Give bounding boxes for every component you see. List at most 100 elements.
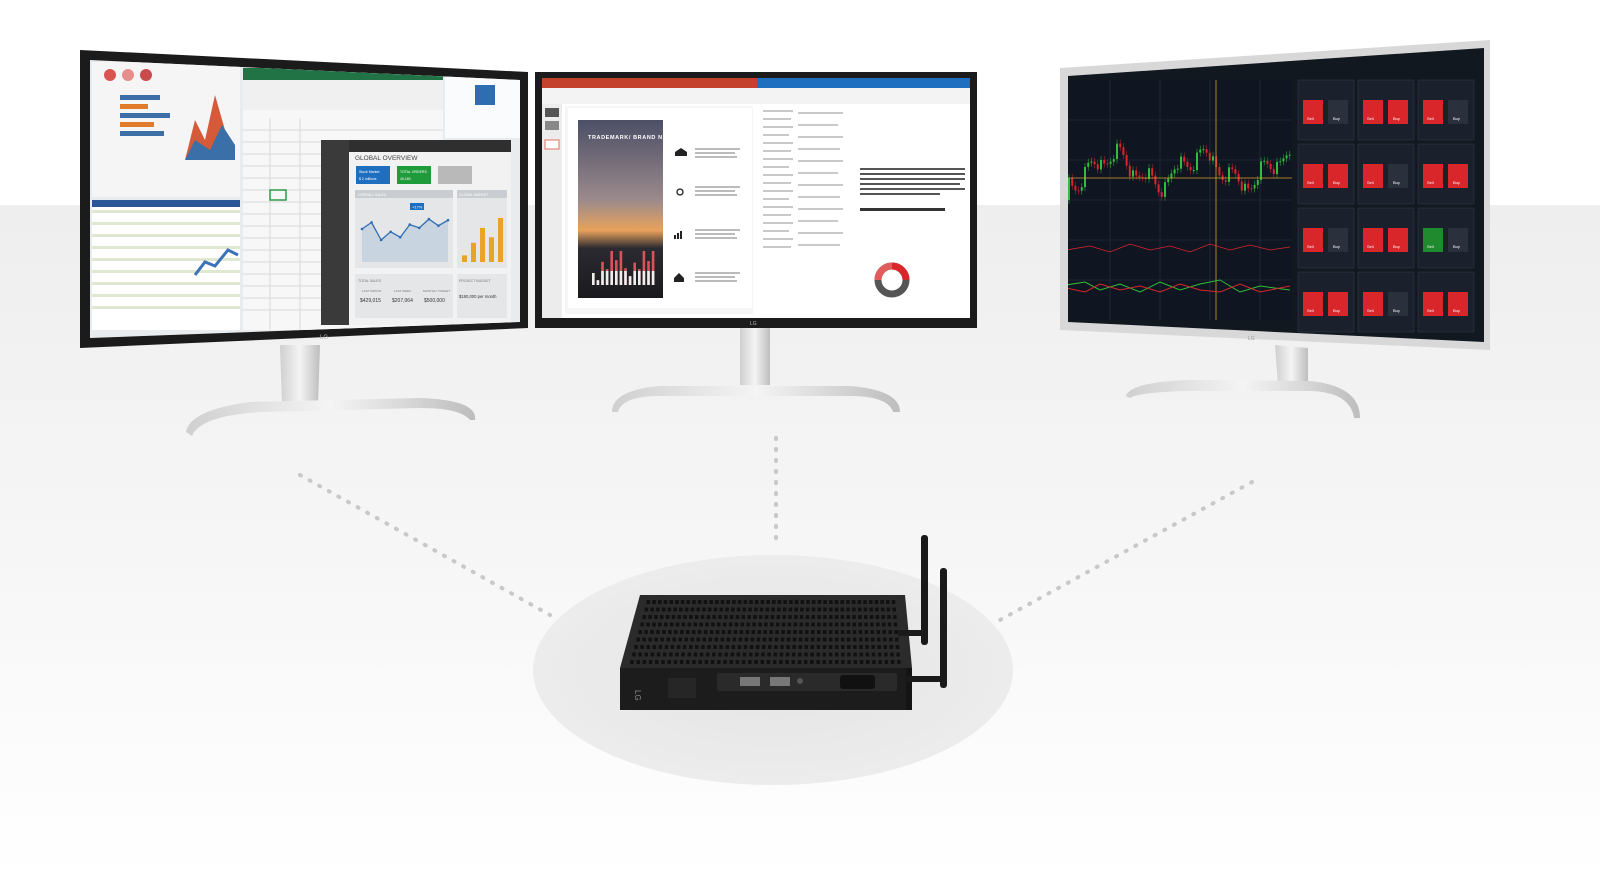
vent-slot bbox=[828, 615, 833, 619]
vent-slot bbox=[883, 645, 888, 649]
candle bbox=[1205, 149, 1208, 153]
vent-slot bbox=[792, 637, 797, 642]
vent-slot bbox=[871, 652, 876, 657]
vent-slot bbox=[810, 645, 815, 649]
slide-bar-base bbox=[651, 271, 655, 285]
vent-slot bbox=[763, 630, 767, 634]
sell-button[interactable] bbox=[1303, 100, 1323, 124]
vent-slot bbox=[793, 630, 797, 634]
sell-button[interactable] bbox=[1303, 164, 1323, 188]
vent-slot bbox=[876, 622, 880, 627]
candle bbox=[1132, 170, 1134, 177]
sell-button[interactable] bbox=[1363, 292, 1383, 316]
vent-slot bbox=[694, 615, 699, 619]
candle bbox=[1071, 178, 1074, 186]
buy-button[interactable] bbox=[1388, 164, 1408, 188]
candle bbox=[1202, 149, 1205, 151]
vent-slot bbox=[895, 645, 900, 649]
vent-slot bbox=[877, 637, 881, 642]
vent-slot bbox=[781, 630, 785, 634]
vent-slot bbox=[650, 607, 654, 612]
vent-slot bbox=[648, 637, 652, 642]
buy-button[interactable] bbox=[1328, 164, 1348, 188]
sell-button[interactable] bbox=[1423, 228, 1443, 252]
buy-button[interactable] bbox=[1328, 100, 1348, 124]
vent-slot bbox=[846, 600, 850, 604]
sell-button[interactable] bbox=[1423, 164, 1443, 188]
sell-button[interactable] bbox=[1303, 292, 1323, 316]
buy-button[interactable] bbox=[1448, 228, 1468, 252]
vent-slot bbox=[723, 660, 727, 664]
candle bbox=[1186, 161, 1189, 168]
candle bbox=[1074, 185, 1077, 191]
vent-slot bbox=[761, 652, 765, 657]
vent-slot bbox=[759, 607, 764, 612]
candle bbox=[1157, 184, 1160, 193]
vent-slot bbox=[805, 630, 809, 634]
candle bbox=[1100, 159, 1102, 170]
vent-slot bbox=[823, 600, 827, 604]
vent-slot bbox=[776, 615, 781, 619]
vent-slot bbox=[859, 660, 864, 664]
vent-slot bbox=[771, 607, 775, 612]
buy-button[interactable] bbox=[1388, 100, 1408, 124]
sell-button[interactable] bbox=[1363, 164, 1383, 188]
vent-slot bbox=[705, 622, 709, 627]
vent-slot bbox=[638, 630, 642, 634]
vent-slot bbox=[700, 615, 705, 619]
power-button[interactable] bbox=[840, 675, 875, 689]
vent-slot bbox=[646, 622, 650, 627]
buy-button[interactable] bbox=[1448, 292, 1468, 316]
vent-slot bbox=[886, 600, 890, 604]
vent-slot bbox=[870, 630, 875, 634]
vent-slot bbox=[725, 645, 729, 649]
vent-slot bbox=[859, 645, 863, 649]
vent-slot bbox=[864, 622, 868, 627]
sell-button[interactable] bbox=[1363, 228, 1383, 252]
sell-button[interactable] bbox=[1423, 100, 1443, 124]
svg-text:GLOBAL MARKET: GLOBAL MARKET bbox=[459, 193, 489, 197]
vent-slot bbox=[883, 637, 887, 642]
vent-slot bbox=[858, 615, 862, 619]
buy-button[interactable] bbox=[1388, 228, 1408, 252]
sell-button[interactable] bbox=[1423, 292, 1443, 316]
lg-logo: LG bbox=[1248, 336, 1255, 342]
sell-button[interactable] bbox=[1363, 100, 1383, 124]
vent-slot bbox=[773, 652, 778, 657]
vent-slot bbox=[712, 652, 716, 657]
vent-slot bbox=[810, 652, 814, 657]
vent-slot bbox=[884, 652, 888, 657]
vent-slot bbox=[834, 652, 839, 657]
buy-button[interactable] bbox=[1328, 228, 1348, 252]
vent-slot bbox=[804, 652, 808, 657]
vent-slot bbox=[640, 622, 644, 627]
buy-button[interactable] bbox=[1388, 292, 1408, 316]
vent-slot bbox=[780, 645, 784, 649]
vent-slot bbox=[789, 600, 793, 604]
vent-slot bbox=[636, 660, 640, 664]
candle bbox=[1228, 167, 1230, 182]
buy-button[interactable] bbox=[1448, 164, 1468, 188]
vent-slot bbox=[834, 600, 839, 604]
vent-slot bbox=[648, 660, 653, 664]
sell-label: Sell bbox=[1427, 308, 1434, 313]
vent-slot bbox=[735, 660, 740, 664]
candle bbox=[1068, 178, 1070, 200]
vent-slot bbox=[887, 615, 891, 619]
vent-slot bbox=[852, 630, 857, 634]
lg-logo: LG bbox=[750, 321, 757, 327]
candle bbox=[1176, 168, 1179, 170]
buy-button[interactable] bbox=[1328, 292, 1348, 316]
vent-slot bbox=[720, 637, 725, 642]
buy-button[interactable] bbox=[1448, 100, 1468, 124]
vent-slot bbox=[699, 652, 704, 657]
sales-line bbox=[361, 218, 449, 242]
vent-slot bbox=[847, 645, 851, 649]
connector-right bbox=[998, 480, 1254, 622]
candle bbox=[1103, 159, 1106, 164]
svg-text:TOTAL ORDERS: TOTAL ORDERS bbox=[400, 170, 427, 174]
sell-button[interactable] bbox=[1303, 228, 1323, 252]
vent-slot bbox=[656, 630, 660, 634]
vent-slot bbox=[886, 607, 891, 612]
